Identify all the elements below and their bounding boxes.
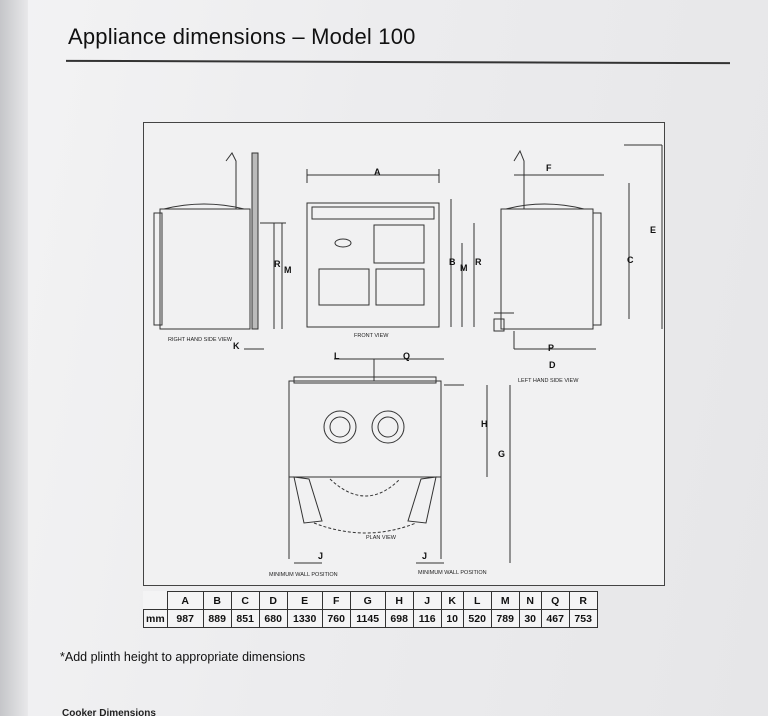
col-header: M bbox=[490, 591, 520, 610]
value-cell: 467 bbox=[540, 609, 570, 628]
col-header: C bbox=[230, 591, 260, 610]
dim-label-h: H bbox=[481, 419, 488, 429]
dim-label-r-right: R bbox=[274, 259, 281, 269]
dim-label-g: G bbox=[498, 449, 506, 459]
dim-label-d: D bbox=[549, 360, 556, 370]
dim-label-f: F bbox=[546, 163, 552, 173]
left-side-body bbox=[500, 208, 594, 330]
right-wall bbox=[251, 152, 259, 330]
value-cell: 851 bbox=[230, 609, 260, 628]
dim-label-m-front: M bbox=[460, 263, 468, 273]
dimensions-table: A B C D E F G H J K L M N Q R mm 987 889… bbox=[143, 591, 598, 628]
right-side-lid bbox=[163, 203, 245, 210]
dimension-diagram: RIGHT HAND SIDE VIEW FRONT VIEW LEFT HAN… bbox=[143, 122, 665, 586]
value-cell: 753 bbox=[568, 609, 598, 628]
plan-body bbox=[288, 380, 442, 478]
col-header: G bbox=[349, 591, 386, 610]
value-cell: 987 bbox=[166, 609, 204, 628]
col-header: R bbox=[568, 591, 598, 610]
caption-right-side-view: RIGHT HAND SIDE VIEW bbox=[168, 337, 233, 343]
caption-min-wall-right: MINIMUM WALL POSITION bbox=[418, 570, 487, 576]
right-side-flue bbox=[225, 152, 237, 209]
value-cell: 760 bbox=[321, 609, 351, 628]
col-header: L bbox=[462, 591, 492, 610]
col-header: K bbox=[440, 591, 464, 610]
value-cell: 789 bbox=[490, 609, 520, 628]
value-cell: 680 bbox=[258, 609, 288, 628]
col-header: H bbox=[384, 591, 414, 610]
value-cell: 116 bbox=[412, 609, 442, 628]
caption-plan-view: PLAN VIEW bbox=[366, 535, 396, 541]
col-header: Q bbox=[540, 591, 570, 610]
dim-label-r-front: R bbox=[475, 257, 482, 267]
value-cell: 30 bbox=[518, 609, 542, 628]
plinth-footnote: *Add plinth height to appropriate dimens… bbox=[60, 650, 306, 664]
unit-cell: mm bbox=[143, 609, 168, 628]
table-header-row: A B C D E F G H J K L M N Q R bbox=[143, 591, 598, 610]
value-cell: 1145 bbox=[349, 609, 386, 628]
col-header: B bbox=[202, 591, 232, 610]
caption-left-side-view: LEFT HAND SIDE VIEW bbox=[518, 378, 579, 384]
value-cell: 520 bbox=[462, 609, 492, 628]
page-title: Appliance dimensions – Model 100 bbox=[68, 24, 416, 49]
col-header: A bbox=[166, 591, 204, 610]
dim-label-k: K bbox=[233, 341, 240, 351]
value-cell: 1330 bbox=[286, 609, 323, 628]
value-cell: 698 bbox=[384, 609, 414, 628]
dim-label-m-right: M bbox=[284, 265, 292, 275]
right-side-panel bbox=[153, 212, 163, 326]
front-body bbox=[306, 202, 440, 328]
caption-front-view: FRONT VIEW bbox=[354, 333, 389, 339]
col-header: J bbox=[412, 591, 442, 610]
dim-label-l: L bbox=[334, 351, 340, 361]
dim-label-a: A bbox=[374, 167, 381, 177]
col-header: D bbox=[258, 591, 288, 610]
cutoff-heading: Cooker Dimensions bbox=[62, 708, 156, 716]
dim-label-b: B bbox=[449, 257, 456, 267]
col-header: F bbox=[321, 591, 351, 610]
table-values-row: mm 987 889 851 680 1330 760 1145 698 116… bbox=[143, 609, 598, 628]
page-edge-shadow bbox=[0, 0, 28, 716]
dim-label-j-right: J bbox=[422, 551, 428, 561]
dim-label-c: C bbox=[627, 255, 634, 265]
col-header: E bbox=[286, 591, 323, 610]
value-cell: 10 bbox=[440, 609, 464, 628]
dim-label-j-left: J bbox=[318, 551, 324, 561]
dim-label-e: E bbox=[650, 225, 657, 235]
value-cell: 889 bbox=[202, 609, 232, 628]
diagram-drawing bbox=[153, 144, 663, 564]
col-header: N bbox=[518, 591, 542, 610]
caption-min-wall-left: MINIMUM WALL POSITION bbox=[269, 572, 338, 578]
dim-label-p: P bbox=[548, 343, 555, 353]
dim-label-q: Q bbox=[403, 351, 411, 361]
right-side-body bbox=[159, 208, 251, 330]
